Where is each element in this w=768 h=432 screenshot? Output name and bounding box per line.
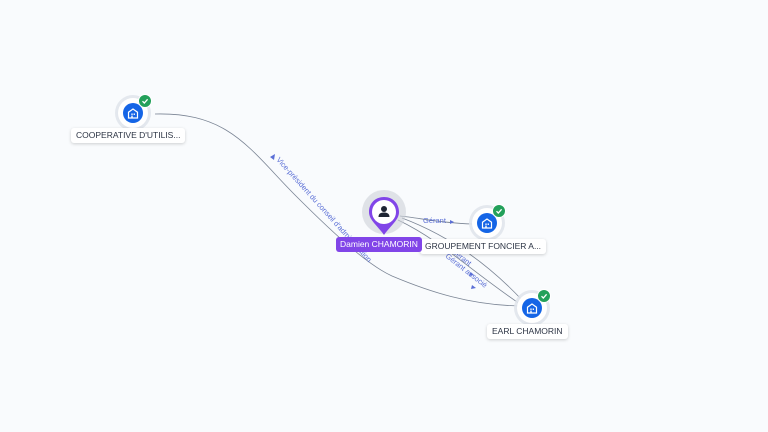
building-icon xyxy=(522,298,542,318)
check-icon xyxy=(138,94,152,108)
company-node-earl[interactable] xyxy=(517,289,551,323)
person-label[interactable]: Damien CHAMORIN xyxy=(336,237,422,252)
check-icon xyxy=(492,204,506,218)
user-icon xyxy=(378,206,390,217)
edge-arrow-icon xyxy=(450,220,454,224)
edge-vice-president xyxy=(154,113,521,307)
edge-gerant-groupement xyxy=(399,215,473,225)
check-icon xyxy=(537,289,551,303)
person-pin xyxy=(369,197,399,235)
edge-arrow-icon xyxy=(270,154,275,160)
company-node-groupement[interactable] xyxy=(472,204,506,238)
person-node[interactable] xyxy=(361,189,407,241)
building-icon xyxy=(477,213,497,233)
company-label-earl[interactable]: EARL CHAMORIN xyxy=(487,324,568,339)
edge-arrow-icon xyxy=(471,285,476,289)
edge-label-gerant-groupement: Gérant xyxy=(423,216,447,225)
company-label-coop[interactable]: COOPERATIVE D'UTILIS... xyxy=(71,128,186,143)
edge-arrow-icon xyxy=(469,272,474,276)
company-node-coop[interactable] xyxy=(118,94,152,128)
building-icon xyxy=(123,103,143,123)
company-label-groupement[interactable]: GROUPEMENT FONCIER A... xyxy=(420,239,547,254)
edge-gerant-earl xyxy=(397,219,521,305)
